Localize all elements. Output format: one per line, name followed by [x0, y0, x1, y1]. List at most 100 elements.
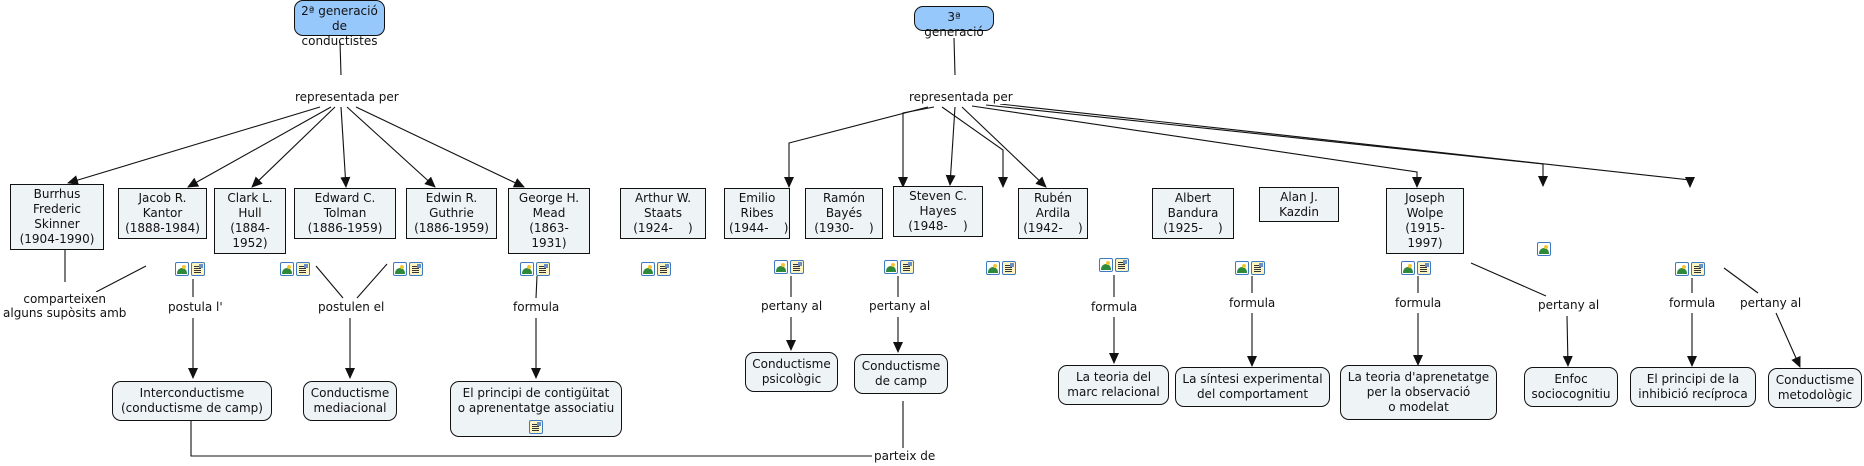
link-pertany-sociocognitiu — [1562, 315, 1573, 367]
linking-phrase-postulen[interactable]: postulen el — [316, 300, 387, 314]
person-skinner[interactable]: Burrhus Frederic Skinner (1904-1990) — [10, 184, 104, 250]
link-to-kazdin-path — [985, 104, 1548, 187]
person-years: (1942- ) — [1023, 221, 1083, 235]
document-icon[interactable] — [1251, 261, 1265, 275]
linking-phrase-formula-ardila[interactable]: formula — [1227, 296, 1278, 310]
person-years: (1886-1959) — [307, 221, 383, 235]
contiguitat-resources — [529, 420, 543, 434]
document-icon[interactable] — [1417, 261, 1431, 275]
document-icon[interactable] — [1691, 262, 1705, 276]
ribes-resources — [884, 260, 914, 274]
mead-resources — [641, 262, 671, 276]
document-icon[interactable] — [536, 262, 550, 276]
image-icon[interactable] — [1099, 258, 1113, 272]
link-to-wolpe — [999, 103, 1695, 188]
link-bandura-pertany — [1470, 262, 1547, 297]
concept-psicologic[interactable]: Conductisme psicològic — [745, 352, 838, 392]
linking-phrase-pertany-bandura[interactable]: pertany al — [1536, 298, 1602, 312]
linking-phrase-represented-left[interactable]: representada per — [293, 90, 401, 104]
document-icon[interactable] — [296, 262, 310, 276]
image-icon[interactable] — [280, 262, 294, 276]
person-staats[interactable]: Arthur W. Staats (1924- ) — [620, 188, 706, 239]
person-guthrie[interactable]: Edwin R. Guthrie (1886-1959) — [406, 188, 497, 239]
staats-resources — [774, 260, 804, 274]
person-years: (1904-1990) — [19, 232, 95, 246]
link-kantor-share — [95, 265, 147, 293]
person-years: (1863-1931) — [529, 221, 569, 250]
person-years: (1948- ) — [908, 219, 968, 233]
image-icon[interactable] — [393, 262, 407, 276]
image-icon[interactable] — [175, 262, 189, 276]
person-years: (1930- ) — [814, 221, 874, 235]
concept-camp[interactable]: Conductisme de camp — [854, 354, 948, 394]
image-icon[interactable] — [1401, 261, 1415, 275]
image-icon[interactable] — [520, 262, 534, 276]
root-second-generation[interactable]: 2ª generació de conductistes — [294, 0, 385, 48]
document-icon[interactable] — [529, 420, 543, 434]
image-icon[interactable] — [1235, 261, 1249, 275]
person-hull[interactable]: Clark L. Hull (1884-1952) — [214, 188, 286, 254]
person-name: Clark L. Hull — [227, 191, 273, 220]
root-third-generation[interactable]: 3ª generació — [914, 6, 994, 39]
document-icon[interactable] — [790, 260, 804, 274]
image-icon[interactable] — [1675, 262, 1689, 276]
person-years: (1888-1984) — [125, 221, 200, 235]
document-icon[interactable] — [191, 262, 205, 276]
concept-aprenentatge[interactable]: La teoria d'aprenetatge per la observaci… — [1340, 365, 1497, 420]
image-icon[interactable] — [641, 262, 655, 276]
image-icon[interactable] — [1537, 242, 1551, 256]
image-icon[interactable] — [986, 261, 1000, 275]
link-to-tolman — [340, 106, 351, 188]
concept-interconductisme[interactable]: Interconductisme (conductisme de camp) — [112, 381, 272, 421]
linking-phrase-pertany-ribes[interactable]: pertany al — [867, 299, 933, 313]
person-hayes[interactable]: Steven C. Hayes (1948- ) — [893, 186, 983, 237]
tolman-resources — [393, 262, 423, 276]
link-wolpe-pertany — [1723, 267, 1759, 294]
linking-phrase-share-assumptions[interactable]: comparteixen alguns supòsits amb — [1, 292, 129, 320]
link-to-guthrie — [346, 106, 436, 188]
person-years: (1925- ) — [1163, 221, 1223, 235]
link-to-mead — [355, 106, 525, 188]
document-icon[interactable] — [1002, 261, 1016, 275]
document-icon[interactable] — [409, 262, 423, 276]
person-years: (1884-1952) — [230, 221, 270, 250]
image-icon[interactable] — [884, 260, 898, 274]
person-wolpe[interactable]: Joseph Wolpe (1915-1997) — [1386, 188, 1464, 254]
linking-phrase-formula-guthrie[interactable]: formula — [511, 300, 562, 314]
person-bayes[interactable]: Ramón Bayés (1930- ) — [805, 188, 883, 239]
concept-marc-relacional[interactable]: La teoria del marc relacional — [1058, 365, 1169, 405]
person-name: Alan J. Kazdin — [1279, 190, 1319, 219]
concept-inhibicio[interactable]: El principi de la inhibició recíproca — [1630, 367, 1756, 407]
concept-sintesi[interactable]: La síntesi experimental del comportament — [1175, 367, 1330, 407]
linking-phrase-pertany-wolpe[interactable]: pertany al — [1738, 296, 1804, 310]
concept-sociocognitiu[interactable]: Enfoc sociocognitiu — [1524, 367, 1618, 407]
linking-phrase-pertany-staats[interactable]: pertany al — [759, 299, 825, 313]
person-ardila[interactable]: Rubén Ardila (1942- ) — [1018, 188, 1088, 239]
person-kantor[interactable]: Jacob R. Kantor (1888-1984) — [118, 188, 207, 239]
bayes-resources — [986, 261, 1016, 275]
concept-metodologic[interactable]: Conductisme metodològic — [1768, 368, 1862, 408]
link-tolman-postulen — [356, 263, 388, 299]
document-icon[interactable] — [1115, 258, 1129, 272]
linking-phrase-parteix[interactable]: parteix de — [872, 449, 938, 463]
linking-phrase-formula-bandura[interactable]: formula — [1393, 296, 1444, 310]
linking-phrase-represented-right[interactable]: representada per — [907, 90, 1015, 104]
person-kazdin[interactable]: Alan J. Kazdin — [1259, 187, 1339, 222]
document-icon[interactable] — [900, 260, 914, 274]
link-to-hull — [251, 106, 336, 188]
person-tolman[interactable]: Edward C. Tolman (1886-1959) — [294, 188, 396, 239]
document-icon[interactable] — [657, 262, 671, 276]
person-name: Emilio Ribes — [738, 191, 776, 220]
concept-mediacional[interactable]: Conductisme mediacional — [303, 381, 397, 421]
person-bandura[interactable]: Albert Bandura (1925- ) — [1152, 188, 1234, 239]
link-to-bandura-path — [971, 105, 1422, 188]
linking-phrase-formula-hayes[interactable]: formula — [1089, 300, 1140, 314]
person-ribes[interactable]: Emilio Ribes (1944- ) — [724, 188, 790, 239]
linking-phrase-postula[interactable]: postula l' — [166, 300, 225, 314]
person-name: Arthur W. Staats — [634, 191, 692, 220]
person-mead[interactable]: George H. Mead (1863-1931) — [508, 188, 590, 254]
kazdin-resources — [1537, 242, 1551, 256]
link-guthrie-formula — [535, 275, 538, 299]
image-icon[interactable] — [774, 260, 788, 274]
linking-phrase-formula-wolpe[interactable]: formula — [1667, 296, 1718, 310]
